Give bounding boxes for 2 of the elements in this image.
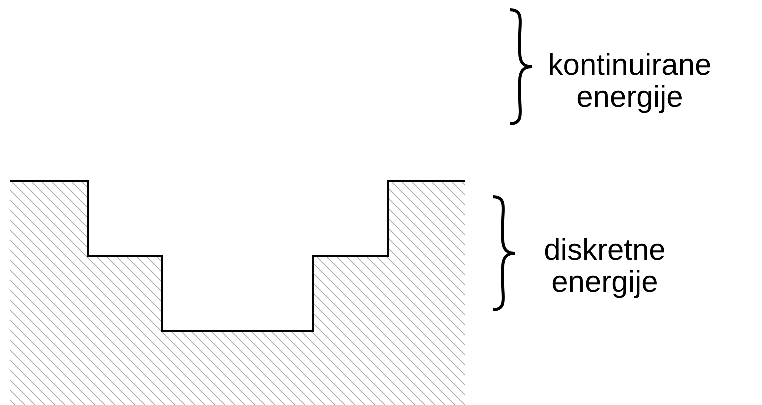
energy-label: kontinuirane energije [547,50,713,114]
energy-label: diskretne energije [543,235,667,299]
